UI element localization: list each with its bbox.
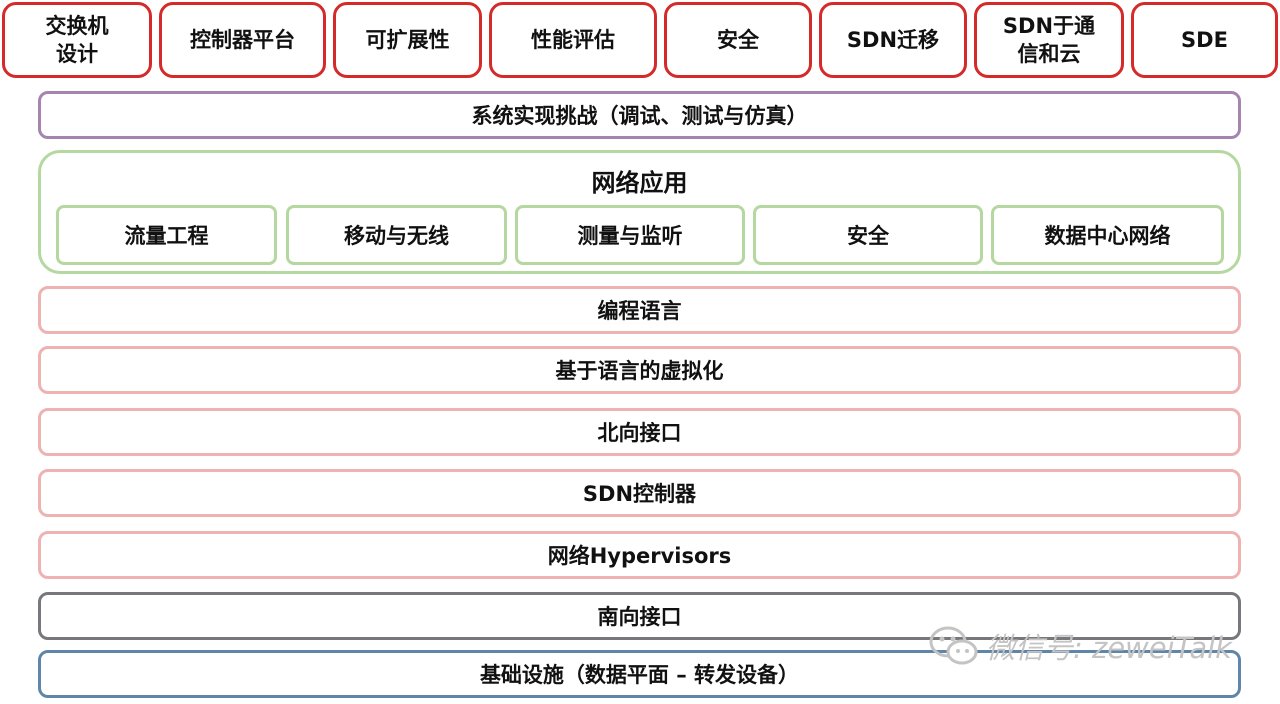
topic-switch-design: 交换机设计 — [2, 2, 152, 78]
topic-sde: SDE — [1131, 2, 1278, 78]
topic-label-line1: SDN于通 — [1002, 14, 1096, 38]
layer-label: 基于语言的虚拟化 — [555, 359, 724, 383]
network-hypervisors-layer: 网络Hypervisors — [38, 531, 1241, 579]
app-mobility-wireless: 移动与无线 — [286, 205, 507, 265]
layer-label: 基础设施（数据平面 – 转发设备） — [479, 663, 800, 687]
app-label: 安全 — [847, 224, 889, 248]
app-security: 安全 — [753, 205, 983, 265]
infrastructure-layer: 基础设施（数据平面 – 转发设备） — [38, 650, 1241, 698]
app-data-center-networking: 数据中心网络 — [991, 205, 1224, 265]
topic-scalability: 可扩展性 — [333, 2, 482, 78]
topic-performance-evaluation: 性能评估 — [489, 2, 657, 78]
network-applications-title: 网络应用 — [591, 169, 688, 197]
layer-label: 北向接口 — [597, 421, 682, 445]
topic-sdn-telecom-cloud: SDN于通信和云 — [974, 2, 1124, 78]
app-label: 移动与无线 — [344, 224, 449, 248]
challenges-label: 系统实现挑战（调试、测试与仿真） — [471, 104, 808, 128]
topic-label-line2: 信和云 — [1017, 42, 1081, 66]
topic-label-line1: 交换机 — [45, 14, 109, 38]
wechat-icon — [929, 626, 978, 665]
network-applications-group: 网络应用 — [38, 150, 1241, 274]
layer-label: 编程语言 — [597, 299, 682, 323]
app-label: 数据中心网络 — [1044, 224, 1171, 248]
watermark: 微信号: zeweiTalk — [928, 622, 1232, 670]
app-label: 流量工程 — [124, 224, 209, 248]
topic-label-line2: 设计 — [56, 42, 98, 66]
topic-label: 控制器平台 — [190, 28, 295, 52]
topic-security: 安全 — [664, 2, 812, 78]
sdn-controller-layer: SDN控制器 — [38, 469, 1241, 517]
topic-sdn-migration: SDN迁移 — [819, 2, 967, 78]
app-traffic-engineering: 流量工程 — [56, 205, 277, 265]
topic-label: SDN迁移 — [846, 28, 940, 52]
topic-label: 安全 — [717, 28, 759, 52]
challenges-layer: 系统实现挑战（调试、测试与仿真） — [38, 91, 1241, 139]
watermark-text: 微信号: zeweiTalk — [986, 631, 1232, 665]
southbound-interface-layer: 南向接口 — [38, 592, 1241, 640]
northbound-interface-layer: 北向接口 — [38, 408, 1241, 456]
language-virtualization-layer: 基于语言的虚拟化 — [38, 346, 1241, 394]
layer-label: 南向接口 — [597, 605, 682, 629]
topic-controller-platform: 控制器平台 — [159, 2, 326, 78]
layer-label: 网络Hypervisors — [547, 544, 732, 568]
app-label: 测量与监听 — [577, 224, 683, 248]
topic-label: 可扩展性 — [365, 28, 450, 52]
programming-languages-layer: 编程语言 — [38, 286, 1241, 334]
topic-label: SDE — [1181, 28, 1228, 52]
layer-label: SDN控制器 — [582, 482, 697, 506]
app-measurement-monitoring: 测量与监听 — [515, 205, 745, 265]
topic-label: 性能评估 — [531, 28, 615, 52]
